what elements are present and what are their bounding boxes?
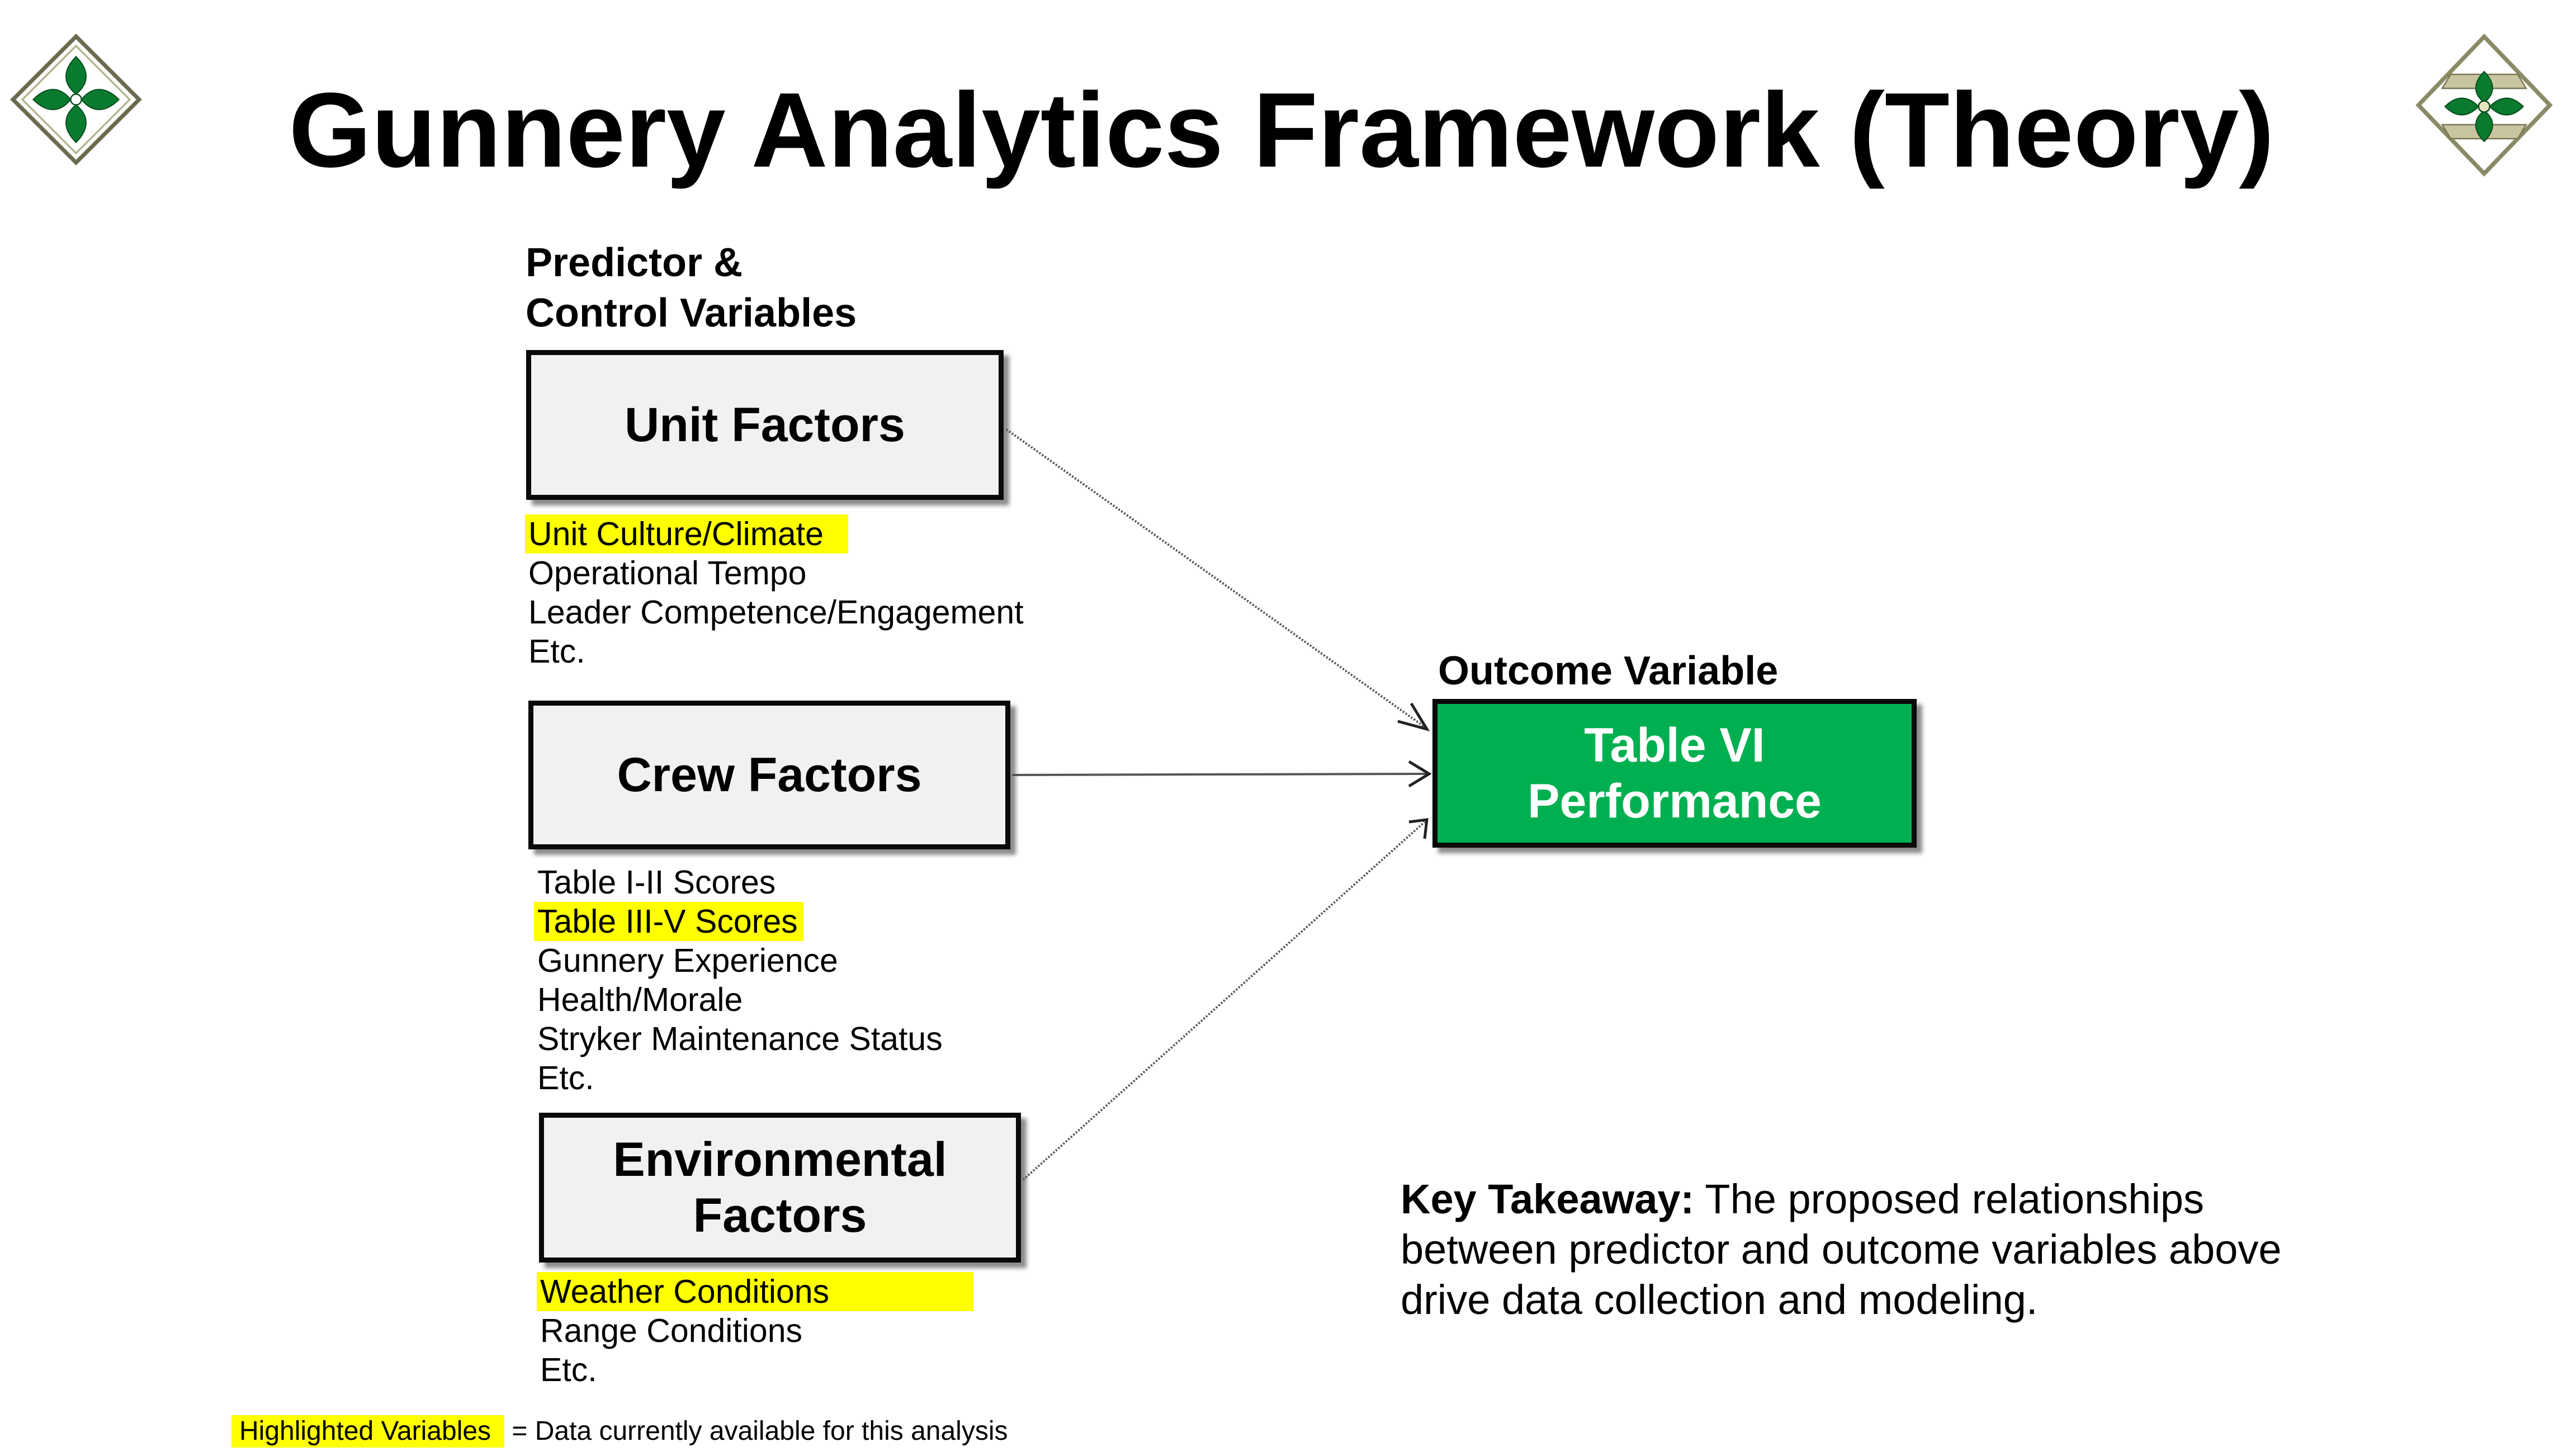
outcome-heading: Outcome Variable [1438, 649, 1779, 693]
variable-item: Etc. [528, 632, 1024, 671]
variable-item: Weather Conditions [537, 1272, 974, 1311]
factor-label-line: Factors [693, 1189, 867, 1242]
crew-factors-box: Crew Factors [528, 701, 1010, 849]
predictor-heading-line: Predictor & [526, 240, 743, 285]
variable-label: Stryker Maintenance Status [537, 1020, 943, 1057]
variable-item: Leader Competence/Engagement [528, 593, 1024, 632]
factor-label: Environmental Factors [613, 1132, 947, 1244]
variable-item: Range Conditions [540, 1311, 973, 1350]
variable-label: Weather Conditions [537, 1272, 974, 1311]
predictor-heading-line: Control Variables [526, 291, 857, 335]
variable-item: Etc. [537, 1058, 943, 1098]
variable-label: Table III-V Scores [534, 902, 803, 941]
factor-label-line: Environmental [613, 1133, 947, 1186]
factor-label: Unit Factors [625, 398, 905, 452]
legend: Highlighted Variables = Data currently a… [231, 1415, 1008, 1448]
outcome-label-line: Table VI [1584, 718, 1765, 772]
variable-item: Table III-V Scores [534, 902, 943, 941]
variable-item: Table I-II Scores [537, 863, 943, 902]
variable-label: Etc. [537, 1060, 594, 1096]
variable-item: Stryker Maintenance Status [537, 1019, 943, 1058]
variable-item: Operational Tempo [528, 554, 1024, 593]
key-takeaway: Key Takeaway: The proposed relationships… [1401, 1174, 2340, 1325]
crew-factors-variable-list: Table I-II Scores Table III-V Scores Gun… [534, 863, 943, 1098]
arrow-environmental-to-outcome [1022, 818, 1429, 1181]
variable-label: Unit Culture/Climate [525, 514, 848, 554]
unit-factors-variable-list: Unit Culture/Climate Operational Tempo L… [525, 514, 1024, 671]
environmental-factors-variable-list: Weather Conditions Range Conditions Etc. [537, 1272, 974, 1389]
arrow-crew-to-outcome [1011, 760, 1432, 788]
arrow-unit-to-outcome [1005, 428, 1430, 732]
variable-label: Operational Tempo [528, 555, 807, 592]
variable-label: Etc. [540, 1351, 597, 1388]
variable-label: Health/Morale [537, 981, 743, 1018]
variable-item: Etc. [540, 1350, 973, 1389]
factor-label: Crew Factors [617, 748, 922, 802]
predictor-heading: Predictor & Control Variables [526, 238, 857, 338]
variable-item: Gunnery Experience [537, 941, 943, 980]
variable-label: Gunnery Experience [537, 942, 838, 979]
variable-label: Table I-II Scores [537, 864, 776, 901]
legend-text: = Data currently available for this anal… [512, 1416, 1008, 1446]
variable-item: Health/Morale [537, 980, 943, 1019]
unit-factors-box: Unit Factors [526, 350, 1004, 500]
page-title: Gunnery Analytics Framework (Theory) [289, 71, 2274, 190]
variable-label: Leader Competence/Engagement [528, 594, 1024, 631]
environmental-factors-box: Environmental Factors [539, 1113, 1021, 1263]
key-takeaway-text: The proposed relationships between predi… [1401, 1176, 2282, 1323]
variable-label: Etc. [528, 633, 585, 670]
legend-highlight-key: Highlighted Variables [231, 1415, 505, 1448]
key-takeaway-label: Key Takeaway: [1401, 1176, 1695, 1222]
ivy-leaf-insignia-icon [9, 32, 143, 167]
outcome-label-line: Performance [1528, 774, 1822, 828]
raider-brigade-insignia-icon [2414, 32, 2554, 178]
variable-label: Range Conditions [540, 1312, 803, 1349]
variable-item: Unit Culture/Climate [525, 514, 1024, 554]
outcome-box: Table VI Performance [1432, 699, 1917, 848]
